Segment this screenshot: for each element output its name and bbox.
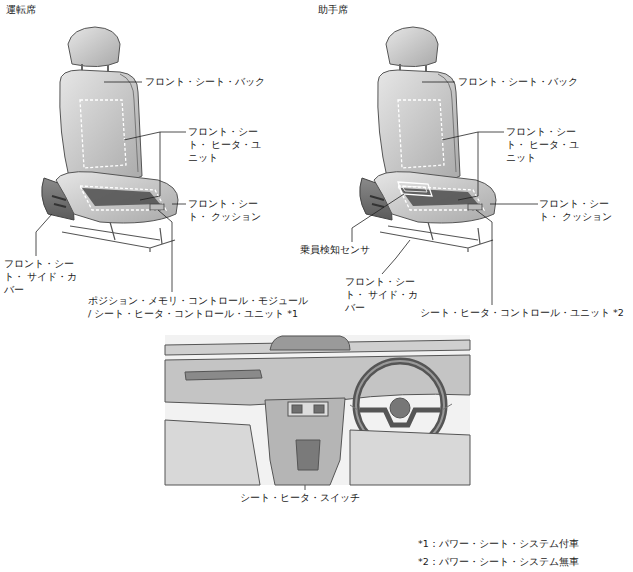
seat-heading: 助手席	[318, 3, 348, 17]
part-label: フロント・シート・ クッション	[188, 198, 276, 224]
part-label: ポジション・メモリ・コントロール・モジュール / シート・ヒータ・コントロール・…	[88, 295, 310, 321]
footnote: *2：パワー・シート・システム無車	[418, 556, 579, 569]
seat-heading: 運転席	[6, 3, 36, 17]
part-label: フロント・シート・ ヒータ・ユニット	[188, 126, 276, 164]
part-label: シート・ヒータ・スイッチ	[240, 492, 360, 505]
part-label: フロント・シート・バック	[458, 76, 578, 89]
part-label: フロント・シート・ サイド・カバー	[4, 258, 92, 296]
part-label: 乗員検知センサ	[300, 244, 370, 257]
part-label: フロント・シート・ クッション	[539, 198, 627, 224]
footnote: *1：パワー・シート・システム付車	[418, 538, 579, 551]
part-label: フロント・シート・ ヒータ・ユニット	[506, 126, 594, 164]
part-label: フロント・シート・バック	[145, 76, 265, 89]
part-label: シート・ヒータ・コントロール・ユニット *2	[420, 307, 624, 320]
